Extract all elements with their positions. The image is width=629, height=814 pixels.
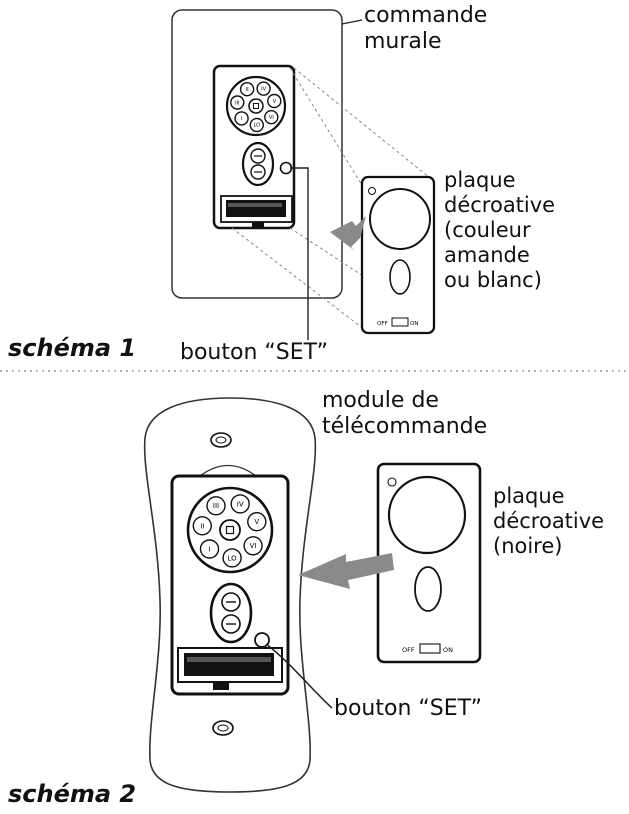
schema1-plate-line3: (couleur (444, 218, 531, 242)
schema2-ring-button (192, 516, 213, 536)
schema2-ring-button-label: I (208, 546, 210, 554)
schema2-title: schéma 2 (8, 780, 137, 808)
schema2-ring-button (222, 548, 242, 568)
schema2-ring-button-label: V (254, 518, 259, 526)
commande-murale-line1: commande (364, 3, 488, 28)
schema2-plate-switch-off: OFF (402, 646, 415, 654)
schema1-plate-label: plaque décroative (couleur amande ou bla… (444, 168, 555, 293)
schema1-ring-button-label: VI (269, 115, 274, 121)
schema1-plate-switch-on: ON (410, 321, 418, 327)
schema2-ring-button (243, 536, 263, 556)
schema2-plate-label: plaque décroative (noire) (493, 484, 604, 559)
schema1-ring-button-label: V (273, 99, 277, 105)
schema1-ring-button-label: III (235, 100, 239, 106)
schema1-plate-line4: amande (444, 243, 530, 267)
schema2-plate-switch-on: ON (443, 646, 453, 654)
schema1-ring-button-label: II (246, 87, 249, 93)
schema2-set-button-label: bouton “SET” (334, 696, 483, 721)
wall-set-button (279, 161, 293, 175)
schema1-ring-button (267, 93, 282, 109)
commande-murale-label: commande murale (364, 3, 487, 55)
schema1-ring-button-label: IV (261, 86, 266, 92)
schema2-plate-line3: (noire) (493, 534, 563, 558)
schema2-plate-line1: plaque (493, 484, 565, 508)
schema2-ring-button-label: IV (237, 500, 244, 508)
schema2-ring-button-label: LO (228, 554, 238, 562)
schema2-ring-button-label: VI (250, 542, 257, 550)
schema1-ring-button (249, 117, 264, 133)
schema2-ring-button (199, 539, 220, 559)
schema1-plate-line2: décroative (444, 193, 556, 217)
schema1-ring-button-label: I (241, 116, 242, 122)
schema2-ring-button-label: II (200, 522, 204, 530)
schema1-plate-line5: ou blanc) (444, 268, 542, 292)
schema1-ring-button (264, 109, 279, 125)
schema1-set-button-label: bouton “SET” (180, 340, 329, 365)
schema1-plate-switch-off: OFF (377, 321, 388, 327)
schema2-arrow (298, 553, 394, 589)
module-telecommande-label: module de télécommande (322, 388, 487, 440)
schema1-ring-button-label: LO (254, 123, 261, 129)
schema1-arrow (330, 216, 366, 251)
schema2-plate-line2: décroative (493, 509, 605, 533)
module-telecommande-line1: module de (322, 388, 439, 413)
commande-murale-line2: murale (364, 29, 442, 54)
schema1-title: schéma 1 (8, 334, 137, 362)
schema1-ring-button (234, 111, 249, 126)
schema1-ring-button (230, 95, 245, 110)
schema2-ring-button (230, 494, 250, 514)
module-telecommande-line2: télécommande (322, 414, 488, 439)
schema1-plate-line1: plaque (444, 168, 516, 192)
schema2-ring-button (247, 512, 267, 532)
schema2-ring-button (206, 496, 226, 516)
schema1-ring-button (256, 81, 271, 96)
wall-up-down-rocker (241, 141, 275, 187)
handheld-up-down-rocker (209, 582, 253, 644)
schema1-ring-button (239, 81, 255, 97)
schema2-ring-button-label: III (213, 502, 219, 510)
